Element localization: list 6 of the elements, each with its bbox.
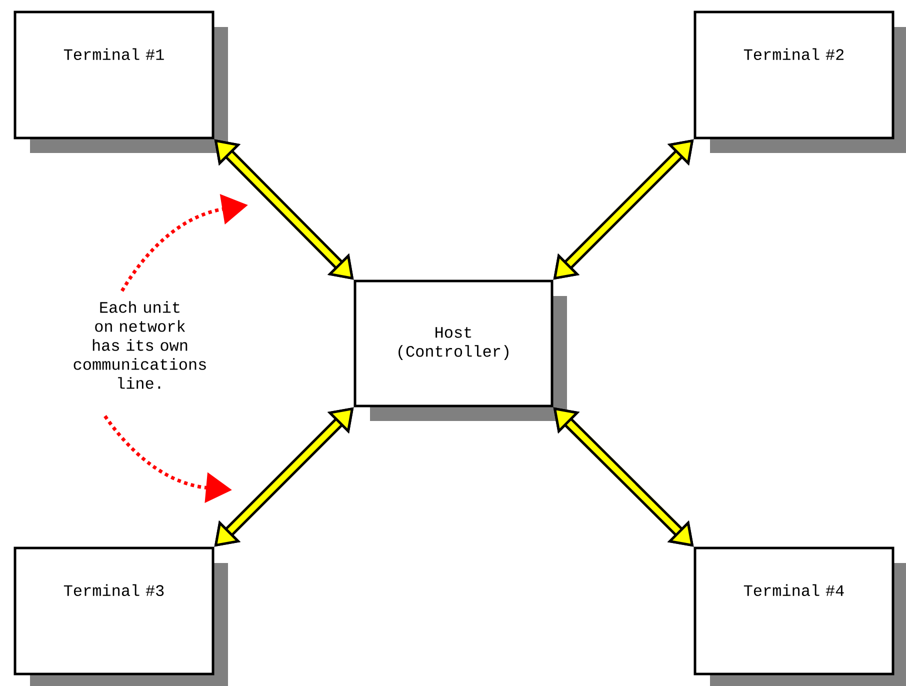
terminal-box: Terminal #4	[694, 546, 906, 686]
host-box: Host (Controller)	[354, 280, 567, 421]
terminal-box: Terminal #1	[14, 10, 228, 153]
terminal-box: Terminal #3	[14, 546, 228, 686]
terminal-box: Terminal #2	[694, 10, 906, 153]
note-text: Each unit on network has its own communications line.	[74, 301, 206, 389]
